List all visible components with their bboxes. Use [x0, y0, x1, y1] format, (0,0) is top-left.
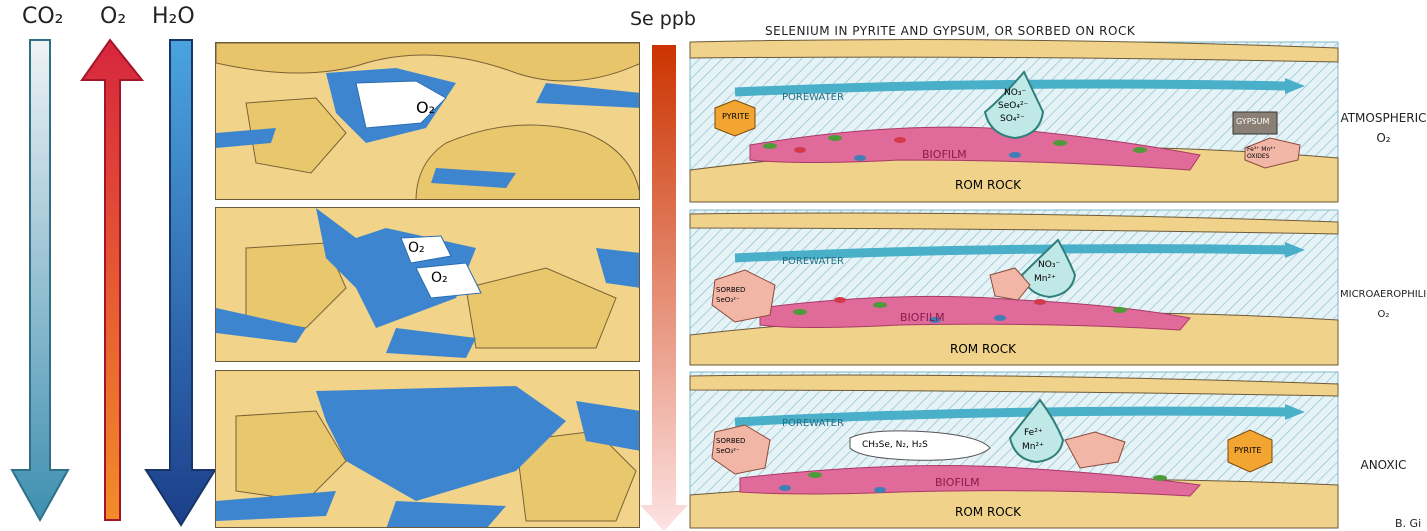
zone2-condition: MICROAEROPHILIC O₂ — [1340, 285, 1427, 325]
zone3-drop-line1: Fe²⁺ — [1024, 428, 1043, 438]
zone3-biofilm-label: BIOFILM — [935, 476, 980, 489]
zone3-condition: ANOXIC — [1340, 455, 1427, 475]
zone1-porewater-label: POREWATER — [782, 92, 844, 103]
zone3-left-mineral: SORBED SeO₃²⁻ — [716, 436, 768, 456]
zone3-right-mineral: PYRITE — [1234, 446, 1261, 455]
zone1-rock-label: ROM ROCK — [955, 178, 1021, 192]
zone3-condition-line1: ANOXIC — [1340, 455, 1427, 475]
zone1-drop-line2: SeO₄²⁻ — [998, 101, 1028, 111]
zone3-gas-label: CH₃Se, N₂, H₂S — [862, 440, 928, 450]
zone2-rock-label: ROM ROCK — [950, 342, 1016, 356]
zone2-drop-line2: Mn²⁺ — [1034, 274, 1056, 284]
zone2-biofilm-label: BIOFILM — [900, 311, 945, 324]
zone3-porewater-label: POREWATER — [782, 418, 844, 429]
zone1-condition-line1: ATMOSPHERIC — [1340, 108, 1427, 128]
zone1-drop-line1: NO₃⁻ — [1004, 88, 1026, 98]
zone1-oxides: Fe³⁺ Mn⁴⁺ OXIDES — [1247, 146, 1299, 160]
zone3-drop-line2: Mn²⁺ — [1022, 442, 1044, 452]
zone2-porewater-label: POREWATER — [782, 256, 844, 267]
zone1-left-mineral: PYRITE — [722, 112, 749, 121]
zone2-condition-line1: MICROAEROPHILIC — [1340, 285, 1427, 305]
zone1-condition: ATMOSPHERIC O₂ — [1340, 108, 1427, 148]
zone3-rock-label: ROM ROCK — [955, 505, 1021, 519]
zone1-drop-line3: SO₄²⁻ — [1000, 114, 1025, 124]
zone2-condition-line2: O₂ — [1340, 305, 1427, 325]
zone1-biofilm-label: BIOFILM — [922, 148, 967, 161]
zone1-right-mineral: GYPSUM — [1236, 117, 1269, 126]
zone1-condition-line2: O₂ — [1340, 128, 1427, 148]
zone2-drop-line1: NO₃⁻ — [1038, 260, 1060, 270]
zone2-left-mineral: SORBED SeO₃²⁻ — [716, 285, 768, 305]
credit-label: B. Gi — [1395, 517, 1421, 530]
